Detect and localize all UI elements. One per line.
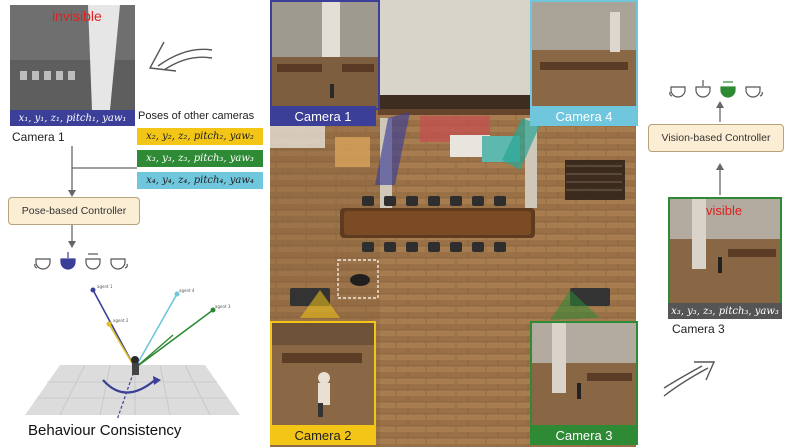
agent-label-1: agent 1 <box>97 284 113 289</box>
camera1-invisible-view <box>10 5 135 110</box>
flow-arrow-right-icon <box>663 361 716 397</box>
camera3-pose-right: x₃, y₃, z₃, pitch₃, yaw₃ <box>668 303 782 319</box>
pose-based-controller: Pose-based Controller <box>8 197 140 225</box>
camera3-pose-left: x₃, y₃, z₃, pitch₃, yaw₃ <box>137 150 263 167</box>
camera2-pose: x₂, y₂, z₂, pitch₂, yaw₂ <box>137 128 263 145</box>
visible-label: visible <box>706 203 743 218</box>
vision-based-controller: Vision-based Controller <box>648 124 784 152</box>
camera1-caption: Camera 1 <box>12 130 65 144</box>
camera3-visible-view <box>668 197 782 305</box>
camera1-pose: x₁, y₁, z₁, pitch₁, yaw₁ <box>10 110 135 126</box>
behaviour-consistency-diagram: agent 1 agent 2 agent 3 agent 4 <box>25 284 240 421</box>
flow-arrow-icon <box>148 41 213 72</box>
camera3-label: Camera 3 <box>530 425 638 445</box>
camera3-caption: Camera 3 <box>672 322 725 336</box>
agent-label-4: agent 4 <box>179 288 195 293</box>
camera2-view <box>270 321 376 429</box>
other-poses-title: Poses of other cameras <box>138 110 255 122</box>
agent-label-2: agent 2 <box>113 318 129 323</box>
agent-label-3: agent 3 <box>215 304 231 309</box>
right-arrows <box>716 101 724 195</box>
camera4-view <box>530 0 638 110</box>
camera1-label: Camera 1 <box>270 106 376 126</box>
camera4-label: Camera 4 <box>530 106 638 126</box>
connector-lines <box>68 146 137 248</box>
behaviour-caption: Behaviour Consistency <box>28 422 182 439</box>
action-icons-right <box>669 80 763 98</box>
camera2-label: Camera 2 <box>270 425 376 445</box>
camera4-pose: x₄, y₄, z₄, pitch₄, yaw₄ <box>137 172 263 189</box>
action-icons-left <box>34 252 128 270</box>
invisible-label: invisible <box>52 8 102 24</box>
camera3-view <box>530 321 638 429</box>
camera1-view <box>270 0 380 110</box>
